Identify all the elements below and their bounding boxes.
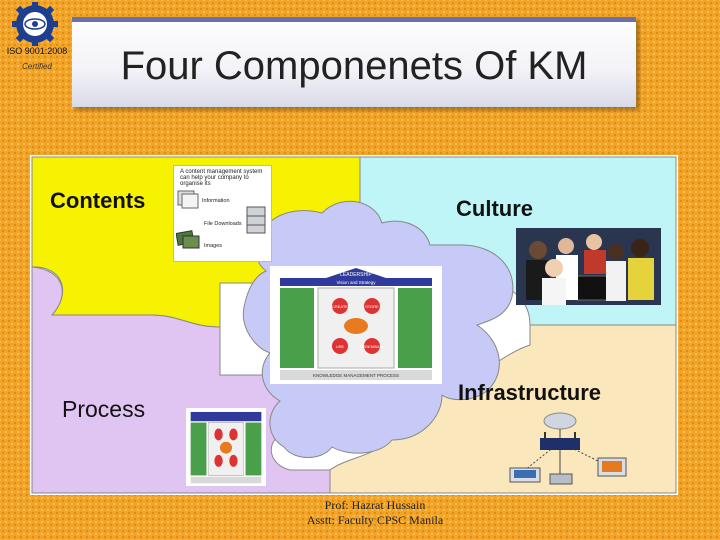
iso-label: ISO 9001:2008 [6, 46, 68, 56]
process-label: Process [62, 396, 146, 422]
cms-heading: A content management system can help you… [180, 169, 263, 187]
diagram-use: USE [336, 344, 345, 349]
cms-illustration: A content management system can help you… [173, 165, 272, 262]
cms-downloads: File Downloads [204, 221, 242, 227]
diagram-store: STORE [365, 304, 379, 309]
cms-images: Images [204, 243, 223, 249]
presenter-name: Prof: Hazrat Hussain [324, 498, 426, 512]
certified-label: Certified [22, 62, 52, 71]
diagram-top-label: LEADERSHIP [340, 272, 372, 278]
router-icon [540, 438, 580, 450]
infrastructure-label: Infrastructure [458, 380, 602, 405]
photos-icon [176, 230, 200, 249]
gear-icon [12, 2, 58, 46]
cpsc-logo: ISO 9001:2008 Certified [4, 2, 68, 78]
network-diagram [509, 412, 627, 485]
printer-icon [549, 473, 573, 485]
filing-cabinet-icon [246, 206, 266, 234]
presenter-credit: Prof: Hazrat Hussain Asstt: Faculty CPSC… [300, 498, 450, 528]
presenter-role: Asstt: Faculty CPSC Manila [306, 513, 444, 527]
diagram-disseminate: DISSEMINATE [360, 345, 384, 349]
page-title: Four Componenets Of KM [120, 44, 588, 88]
documents-icon [177, 190, 199, 209]
km-process-diagram: LEADERSHIP Vision and Strategy CREATE ST… [270, 266, 442, 384]
title-box: Four Componenets Of KM [72, 17, 636, 107]
contents-label: Contents [50, 188, 146, 213]
diagram-bottom-label: KNOWLEDGE MANAGEMENT PROCESS [313, 373, 399, 378]
km-process-diagram-small [186, 408, 266, 486]
culture-label: Culture [456, 196, 533, 221]
team-photo [516, 228, 661, 305]
cms-information: Information [202, 198, 230, 204]
diagram-create: CREATE [332, 304, 348, 309]
diagram-vision-label: Vision and Strategy [337, 280, 377, 285]
people-icon [516, 228, 661, 305]
